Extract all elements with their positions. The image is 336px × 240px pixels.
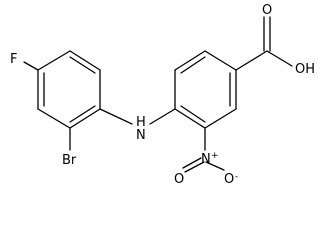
double-bond-inner: [69, 56, 96, 74]
bond: [69, 50, 101, 71]
bond: [174, 50, 206, 71]
amine-n-label: N: [136, 128, 146, 143]
nitro-o2-label: O: [174, 172, 184, 187]
hydroxyl-label: OH: [295, 62, 315, 77]
fluorine-label: F: [10, 52, 17, 67]
nitro-plus-label: +: [211, 151, 219, 161]
double-bond-inner: [180, 105, 206, 123]
bond: [69, 108, 101, 129]
benzoic-acid-ring: [174, 50, 237, 129]
molecule-structure: F Br H N O OH N + O - O: [10, 3, 315, 187]
bond: [204, 50, 237, 71]
c-oh-bond: [266, 50, 293, 67]
fluorophenyl-ring: [37, 50, 101, 129]
c-n-bond-left: [99, 108, 133, 125]
carbonyl-o-label: O: [262, 3, 272, 18]
bond: [204, 108, 237, 129]
double-bond-inner: [180, 56, 206, 74]
n-o-double-bond-2: [182, 157, 202, 169]
double-bond-inner: [69, 105, 96, 123]
c-cooh-bond: [235, 50, 268, 71]
bromine-label: Br: [62, 153, 77, 168]
n-o-double-bond: [184, 161, 205, 173]
nitro-minus-label: -: [235, 172, 238, 182]
amine-h-label: H: [136, 115, 146, 130]
c-f-bond: [23, 61, 39, 71]
bond: [37, 108, 71, 129]
bond: [37, 50, 71, 71]
bond: [174, 108, 206, 129]
n-c-bond-right: [149, 108, 176, 125]
nitro-n-label: N: [201, 152, 211, 167]
nitro-o-label: O: [224, 172, 234, 187]
n-o-single-bond: [205, 161, 225, 171]
